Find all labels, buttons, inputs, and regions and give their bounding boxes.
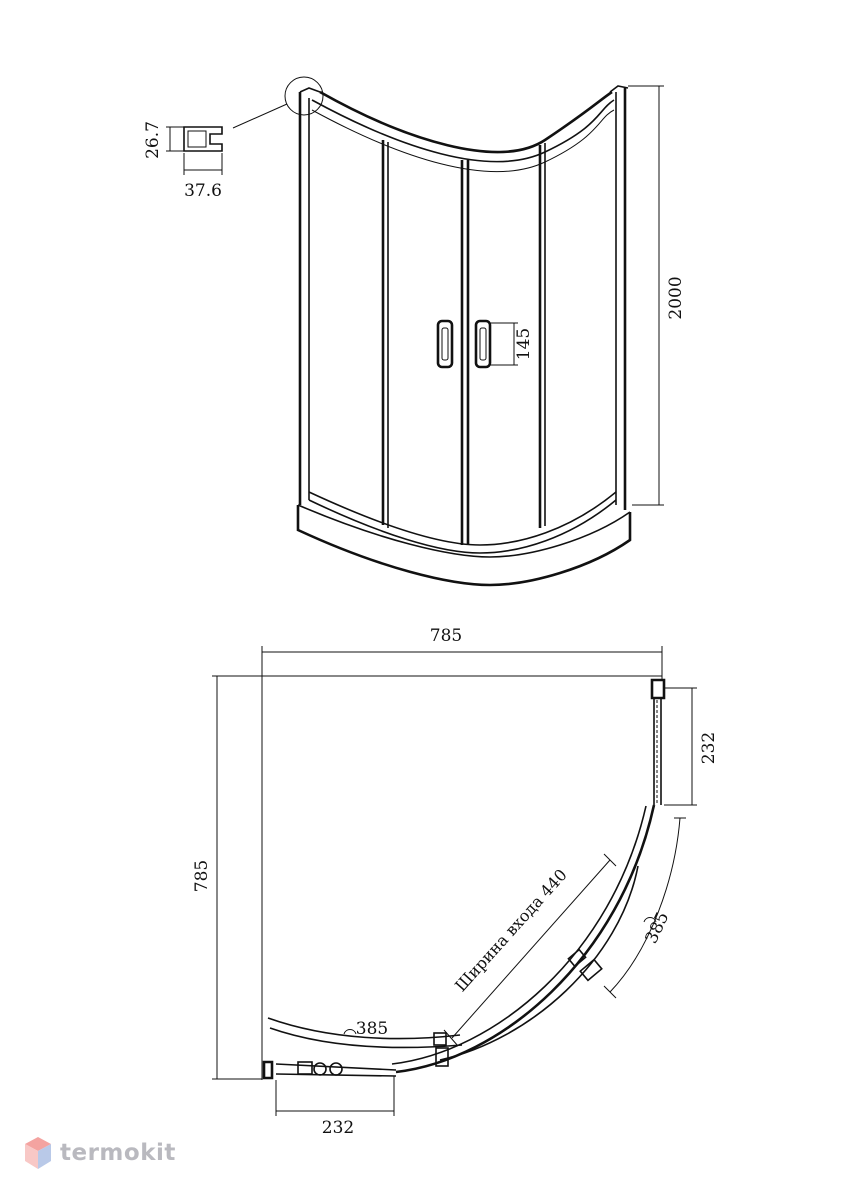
top-rail-inner <box>311 109 615 173</box>
arc-label-left: 385 <box>356 1019 388 1039</box>
handle-dimension-lines <box>490 322 518 366</box>
detail-leader-line <box>232 103 288 129</box>
roller-right <box>329 1062 343 1076</box>
roller-left <box>313 1062 327 1076</box>
right-fixed-panel <box>653 698 662 805</box>
side-panel-bottom-dim-lines <box>275 1076 395 1116</box>
entrance-width-label: Ширина входа 440 <box>451 865 571 995</box>
depth-dimension-lines <box>212 675 662 1080</box>
entrance-dimension-ticks <box>443 853 617 1047</box>
tray-top-edge <box>297 504 631 558</box>
arc-inner-track <box>391 805 647 1065</box>
left-door-arc-outer <box>267 1017 461 1040</box>
termokit-cube-icon <box>25 1137 51 1169</box>
handle-block-left-1 <box>433 1032 447 1046</box>
profile-section-inner <box>187 130 207 148</box>
right-door-dim-arc <box>609 817 681 993</box>
arc-label-right: 385 <box>642 909 674 947</box>
front-view: 145 2000 <box>232 76 686 587</box>
handle-block-left-2 <box>435 1047 449 1067</box>
arc-outer-track <box>395 804 656 1074</box>
profile-width-dim-lines <box>183 153 223 175</box>
entrance-dimension-line <box>451 859 611 1039</box>
depth-dimension-label: 785 <box>192 860 212 892</box>
bottom-rail-lower <box>308 499 617 554</box>
profile-detail: 26.7 37.6 <box>143 121 223 201</box>
side-panel-top-label: 232 <box>699 732 719 764</box>
tray-front-edge <box>296 505 632 587</box>
brand-logo-text: termokit <box>60 1140 176 1166</box>
profile-width-label: 37.6 <box>184 181 222 201</box>
door-handle-right <box>474 319 492 369</box>
door-handle-right-inner <box>479 327 487 361</box>
profile-section-outline <box>183 126 223 152</box>
handle-dimension-label: 145 <box>514 328 534 360</box>
handle-block-right-1 <box>567 948 587 968</box>
arc-sliding-door-inner <box>439 865 639 1061</box>
door-handle-left <box>436 319 454 369</box>
bottom-hinge-block <box>297 1061 313 1075</box>
left-door-arc-inner <box>269 1027 463 1049</box>
left-post-cap <box>299 87 321 93</box>
width-dimension-label: 785 <box>430 626 462 646</box>
top-rail-outer <box>319 90 613 154</box>
side-panel-top-dim-lines <box>664 687 697 806</box>
door-handle-left-inner <box>441 327 449 361</box>
profile-height-dim-lines <box>166 126 184 152</box>
right-post-cap <box>609 85 629 93</box>
profile-height-label: 26.7 <box>143 121 163 159</box>
height-dimension-lines <box>628 85 664 506</box>
bottom-wall-profile <box>262 1060 274 1080</box>
right-door-dim-ticks <box>603 817 686 999</box>
side-panel-bottom-label: 232 <box>322 1118 354 1138</box>
plan-view: 785 785 232 232 385 385 <box>192 626 719 1138</box>
bottom-rail-upper <box>308 491 617 546</box>
width-dimension-lines <box>261 646 663 1080</box>
height-dimension-label: 2000 <box>666 276 686 319</box>
top-rail-mid <box>311 99 615 163</box>
brand-logo: termokit <box>24 1136 176 1170</box>
left-door-arc-marker <box>343 1029 357 1035</box>
right-wall-profile <box>650 678 666 700</box>
right-door-arc-marker <box>643 917 657 923</box>
detail-callout-circle <box>284 76 324 116</box>
bottom-fixed-panel <box>275 1063 397 1077</box>
handle-block-right-2 <box>579 958 603 982</box>
